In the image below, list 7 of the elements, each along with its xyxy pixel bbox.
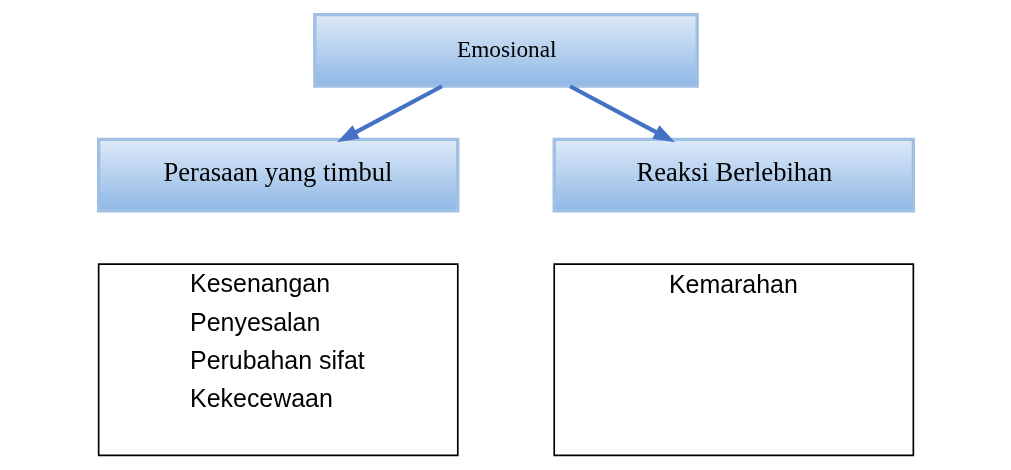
node-box: Kemarahan xyxy=(552,263,914,457)
arrow xyxy=(336,84,443,143)
node-box: Kesenangan Penyesalan Perubahan sifat Kekecewaan xyxy=(97,263,459,457)
node-box: Perasaan yang timbul xyxy=(96,137,459,213)
arrow xyxy=(568,84,675,143)
node-box: Reaksi Berlebihan xyxy=(552,137,915,213)
node-box: Emosional xyxy=(312,13,699,88)
